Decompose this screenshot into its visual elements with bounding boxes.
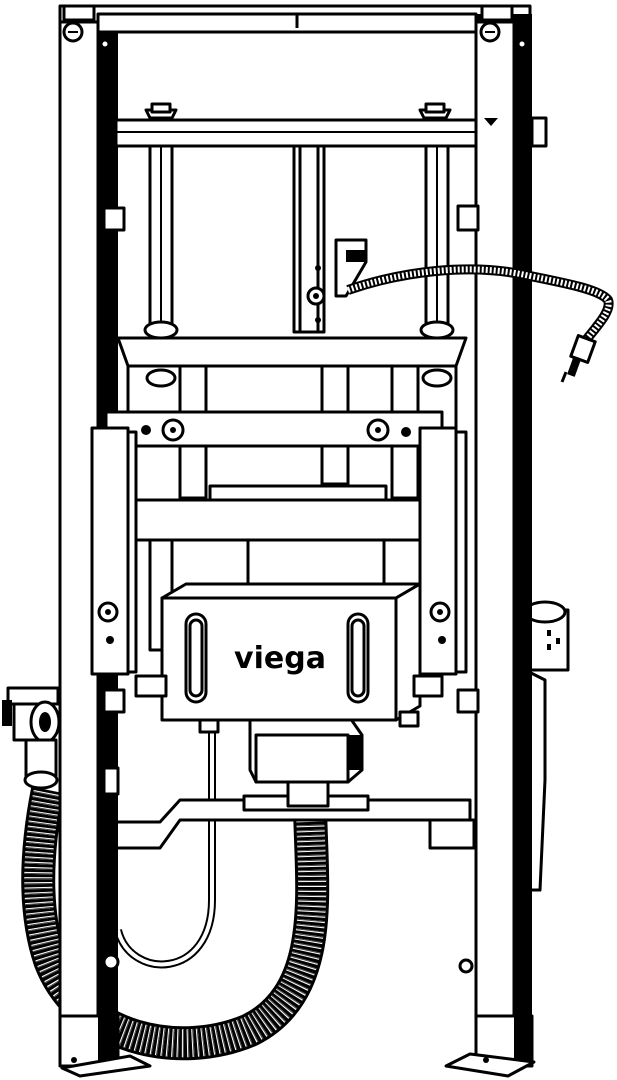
right-lower-bracket (412, 674, 444, 698)
bracket-bar (104, 410, 444, 448)
left-lower-bracket (134, 674, 168, 698)
floor-foot-left (58, 1014, 152, 1078)
bottom-support (96, 778, 476, 850)
brand-logo: viega (234, 641, 326, 676)
cistern-box (160, 582, 422, 734)
right-side-panel (418, 426, 468, 676)
floor-foot-right (444, 1014, 536, 1078)
top-beam (58, 4, 532, 34)
drain-pipe (2, 686, 61, 790)
adjustment-plate (292, 144, 368, 334)
cistern-lower-body (248, 713, 364, 784)
mounting-frame (116, 336, 468, 590)
upper-crossbar (114, 102, 498, 148)
left-side-panel (90, 426, 138, 676)
flex-hose (21, 786, 330, 1061)
connection-cable (346, 264, 614, 383)
